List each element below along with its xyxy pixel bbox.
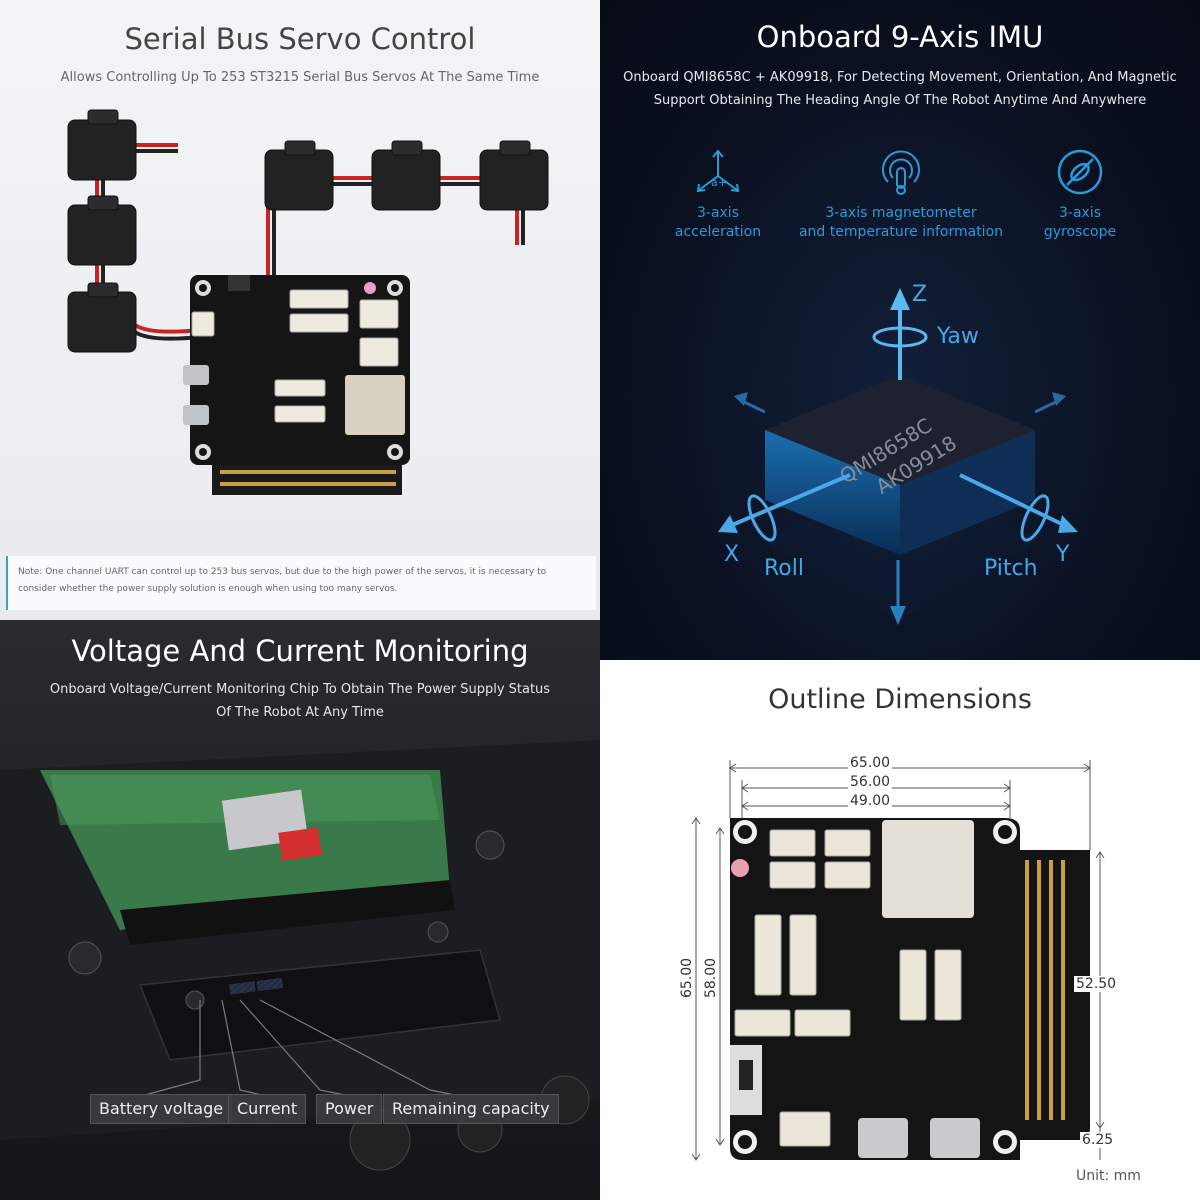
axis-yaw-label: Yaw: [937, 324, 979, 349]
servo-chain-illustration: [67, 109, 549, 495]
imu-subtitle-line2: Support Obtaining The Heading Angle Of T…: [653, 93, 1147, 108]
tag-battery-voltage: Battery voltage: [90, 1094, 233, 1124]
acceleration-label-line2: acceleration: [674, 224, 762, 240]
magnetometer-label-line1: 3-axis magnetometer: [825, 205, 977, 221]
dim-right-52-50: 52.50: [1074, 976, 1119, 992]
voltage-panel-subtitle: Onboard Voltage/Current Monitoring Chip …: [0, 678, 600, 724]
magnetometer-icon: [882, 150, 920, 195]
axis-z-label: Z: [912, 282, 928, 307]
imu-feature-acceleration: a+ 3-axis acceleration: [658, 146, 778, 242]
dim-left-65: 65.00: [679, 955, 696, 1001]
magnetometer-label-line2: and temperature information: [798, 224, 1004, 240]
servo-panel-subtitle: Allows Controlling Up To 253 ST3215 Seri…: [60, 70, 540, 85]
acceleration-axes-icon: a+: [696, 149, 740, 193]
dimensions-panel-title: Outline Dimensions: [768, 684, 1032, 715]
imu-chip-diagram: QMI8658C AK09918: [718, 288, 1078, 625]
servo-note-line2: consider whether the power supply soluti…: [18, 584, 398, 594]
tag-remaining-capacity: Remaining capacity: [383, 1094, 559, 1124]
axis-y-label: Y: [1056, 542, 1070, 567]
dim-left-58: 58.00: [703, 955, 720, 1001]
axis-pitch-label: Pitch: [984, 556, 1038, 581]
axis-x-label: X: [724, 542, 740, 567]
servo-note-line1: Note: One channel UART can control up to…: [18, 567, 547, 577]
voltage-subtitle-line1: Onboard Voltage/Current Monitoring Chip …: [49, 682, 551, 697]
tag-current: Current: [228, 1094, 307, 1124]
imu-feature-magnetometer: 3-axis magnetometer and temperature info…: [786, 146, 1016, 242]
imu-panel-subtitle: Onboard QMI8658C + AK09918, For Detectin…: [600, 66, 1200, 112]
gyroscope-label-line1: 3-axis: [1058, 205, 1101, 221]
servo-control-panel: Serial Bus Servo Control Allows Controll…: [0, 0, 600, 620]
imu-panel-title: Onboard 9-Axis IMU: [756, 20, 1044, 54]
tag-power: Power: [316, 1094, 383, 1124]
imu-subtitle-line1: Onboard QMI8658C + AK09918, For Detectin…: [623, 70, 1177, 85]
outline-dimensions-panel: Outline Dimensions: [600, 660, 1200, 1200]
axis-roll-label: Roll: [764, 556, 804, 581]
dim-top-56: 56.00: [848, 774, 893, 790]
imu-panel: Onboard 9-Axis IMU Onboard QMI8658C + AK…: [600, 0, 1200, 660]
acceleration-icon-text: a+: [711, 176, 727, 189]
gyroscope-label-line2: gyroscope: [1043, 224, 1117, 240]
imu-feature-gyroscope: 3-axis gyroscope: [1020, 146, 1140, 242]
voltage-monitor-panel: Voltage And Current Monitoring Onboard V…: [0, 620, 600, 1200]
dim-top-49: 49.00: [848, 793, 893, 809]
gyroscope-icon: [1057, 149, 1103, 195]
voltage-panel-title: Voltage And Current Monitoring: [71, 634, 529, 668]
voltage-subtitle-line2: Of The Robot At Any Time: [216, 705, 384, 720]
dim-top-65: 65.00: [848, 755, 893, 771]
servo-panel-title: Serial Bus Servo Control: [124, 22, 476, 56]
acceleration-label-line1: 3-axis: [696, 205, 739, 221]
servo-note: Note: One channel UART can control up to…: [6, 556, 596, 610]
dim-right-6-25: 6.25: [1080, 1132, 1116, 1148]
robot-chassis-photo: ▒▒▒▒ ▒▒▒▒: [0, 740, 600, 1171]
board-outline-drawing: [691, 760, 1105, 1161]
unit-label: Unit: mm: [1076, 1168, 1141, 1184]
